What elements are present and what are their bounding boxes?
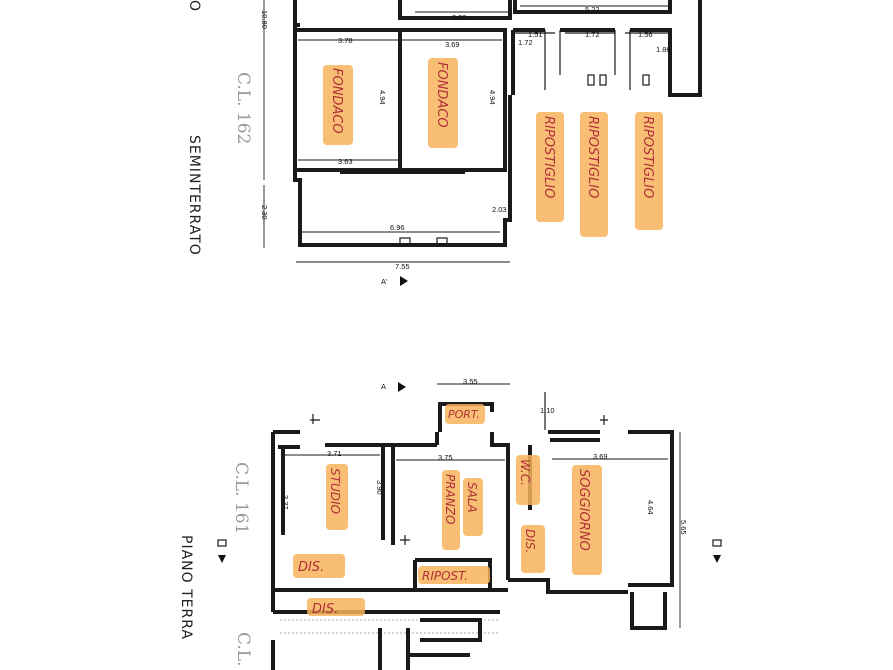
- room-porch: PORT.: [448, 408, 480, 421]
- dim-studio-height-2: 3.90: [375, 480, 384, 495]
- room-dis-3: DIS.: [312, 602, 338, 617]
- dim-soggiorno-width: 3.69: [593, 452, 608, 461]
- room-soggiorno: SOGGIORNO: [576, 469, 591, 551]
- dim-storage-3: 1.56: [638, 30, 653, 39]
- dim-total-height: 5.65: [679, 520, 688, 535]
- ground-plan: PIANO TERRA C.L. 161 C.L. A 3.55 1.10 3.…: [178, 377, 722, 670]
- dim-sala-width: 3.75: [438, 453, 453, 462]
- basement-plan: SEMINTERRATO O C.L. 162 10.80 2.30 3.58 …: [186, 0, 702, 286]
- room-fondaco-2: FONDACO: [434, 62, 449, 128]
- dim-storage-h1: 1.72: [518, 38, 533, 47]
- dim-porch-height: 1.10: [540, 406, 555, 415]
- dim-porch-width: 3.55: [463, 377, 478, 386]
- dim-fondaco-bottom-width: 3.63: [338, 157, 353, 166]
- room-ripostiglio-3: RIPOSTIGLIO: [640, 116, 655, 198]
- dim-top-a: 3.58: [452, 13, 467, 22]
- dim-left-height: 10.80: [260, 10, 269, 29]
- room-dis-1: DIS.: [523, 529, 537, 553]
- room-studio: STUDIO: [328, 468, 342, 514]
- dim-storage-1: 1.51: [528, 30, 543, 39]
- room-ripostiglio-2: RIPOSTIGLIO: [585, 116, 600, 198]
- ground-cadastral-ref: C.L. 161: [231, 462, 251, 534]
- room-fondaco-1: FONDACO: [329, 68, 344, 134]
- dim-total-width: 7.55: [395, 262, 410, 271]
- dim-studio-width: 3.71: [327, 449, 342, 458]
- room-dis-2: DIS.: [298, 560, 324, 575]
- basement-title: SEMINTERRATO: [186, 135, 202, 256]
- dim-fondaco-2-height: 4.94: [488, 90, 497, 105]
- dim-fondaco-1-width: 3.78: [338, 36, 353, 45]
- dim-fondaco-2-width: 3.69: [445, 40, 460, 49]
- dim-soggiorno-height: 4.64: [646, 500, 655, 515]
- dim-storage-h2: 1.86: [656, 45, 671, 54]
- room-pranzo: PRANZO: [443, 474, 457, 524]
- section-marker-top: A': [381, 277, 388, 286]
- dim-low-height: 2.30: [260, 205, 269, 220]
- dim-fondaco-1-height: 4.94: [378, 90, 387, 105]
- room-ripost: RIPOST.: [422, 569, 468, 583]
- room-sala: SALA: [465, 482, 479, 513]
- dim-top-b: 5.22: [585, 5, 600, 14]
- basement-cadastral-ref: C.L. 162: [233, 72, 253, 144]
- room-ripostiglio-1: RIPOSTIGLIO: [541, 116, 556, 198]
- dim-studio-height: 3.37: [281, 495, 290, 510]
- section-marker-ground: A: [381, 382, 386, 391]
- bottom-cadastral-ref: C.L.: [233, 632, 253, 667]
- dim-corridor-height: 2.03: [492, 205, 507, 214]
- dim-storage-2: 1.72: [585, 30, 600, 39]
- room-wc: W.C.: [518, 459, 532, 486]
- ground-title: PIANO TERRA: [178, 535, 194, 640]
- svg-text:O: O: [186, 0, 202, 12]
- dim-corridor-width: 6.96: [390, 223, 405, 232]
